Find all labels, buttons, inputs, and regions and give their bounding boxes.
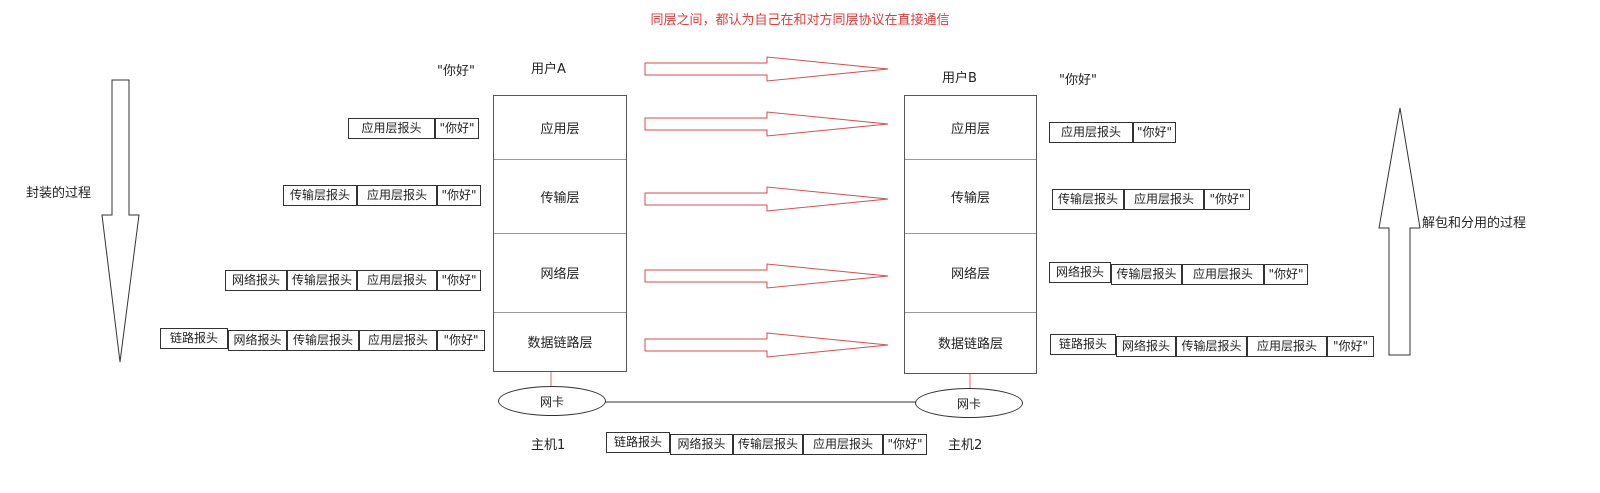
packet-b-net-network: 网络报头 — [1049, 262, 1111, 283]
stack-b-transport-layer: 传输层 — [905, 159, 1036, 234]
packet-b-dl-transport: 传输层报头 — [1176, 336, 1247, 357]
encapsulation-label: 封装的过程 — [26, 186, 92, 201]
layer-label: 应用层 — [950, 122, 990, 137]
packet-a-dl-payload: "你好" — [437, 330, 485, 351]
packet-b-tr-payload: "你好" — [1204, 189, 1250, 210]
nic-label: 网卡 — [539, 394, 564, 409]
packet-a-tr-app: 应用层报头 — [357, 185, 437, 206]
layer-label: 应用层 — [540, 122, 580, 137]
protocol-stack-a: 应用层 传输层 网络层 数据链路层 — [493, 95, 627, 372]
user-b-label: 用户B — [942, 71, 977, 86]
packet-b-net-app: 应用层报头 — [1182, 264, 1264, 285]
nic-label: 网卡 — [956, 396, 981, 411]
peer-arrow-network — [644, 263, 889, 289]
stack-a-application-layer: 应用层 — [494, 96, 626, 160]
peer-arrow-datalink — [644, 332, 889, 358]
stack-a-datalink-layer: 数据链路层 — [494, 312, 626, 371]
packet-b-dl-payload: "你好" — [1327, 336, 1374, 357]
packet-a-dl-app: 应用层报头 — [359, 330, 437, 351]
packet-wire-payload: "你好" — [883, 434, 927, 455]
packet-a-app-header: 应用层报头 — [348, 118, 435, 139]
packet-b-tr-app: 应用层报头 — [1124, 189, 1204, 210]
packet-b-dl-app: 应用层报头 — [1247, 336, 1327, 357]
packet-wire-app: 应用层报头 — [803, 434, 883, 455]
packet-a-app-payload: "你好" — [435, 118, 479, 139]
layer-label: 传输层 — [950, 190, 990, 206]
layer-label: 网络层 — [950, 267, 990, 282]
encapsulation-arrow — [101, 79, 140, 363]
layer-label: 数据链路层 — [527, 336, 593, 351]
stack-a-network-layer: 网络层 — [494, 233, 626, 313]
packet-a-tr-transport: 传输层报头 — [283, 185, 357, 206]
packet-wire-network: 网络报头 — [670, 434, 733, 455]
packet-b-net-payload: "你好" — [1264, 264, 1308, 285]
host-1-label: 主机1 — [531, 438, 566, 453]
nic-a: 网卡 — [498, 386, 606, 416]
user-a-data: "你好" — [437, 64, 475, 79]
stack-b-application-layer: 应用层 — [905, 96, 1036, 160]
packet-a-tr-payload: "你好" — [437, 185, 481, 206]
user-b-data: "你好" — [1059, 73, 1097, 88]
stack-b-network-layer: 网络层 — [905, 233, 1036, 313]
packet-b-dl-network: 网络报头 — [1116, 336, 1176, 357]
diagram-title: 同层之间，都认为自己在和对方同层协议在直接通信 — [650, 13, 950, 28]
packet-wire-transport: 传输层报头 — [733, 434, 803, 455]
peer-arrow-application — [644, 111, 889, 137]
packet-a-net-network: 网络报头 — [225, 270, 287, 291]
peer-arrow-transport — [644, 186, 889, 212]
packet-b-net-transport: 传输层报头 — [1111, 264, 1182, 285]
nic-b: 网卡 — [915, 388, 1023, 418]
stack-a-transport-layer: 传输层 — [494, 159, 626, 234]
packet-a-net-transport: 传输层报头 — [287, 270, 357, 291]
packet-wire-link: 链路报头 — [606, 432, 670, 453]
layer-label: 数据链路层 — [937, 337, 1003, 352]
packet-a-dl-link: 链路报头 — [160, 328, 228, 349]
packet-b-dl-link: 链路报头 — [1050, 334, 1116, 355]
packet-a-dl-network: 网络报头 — [228, 330, 287, 351]
layer-label: 传输层 — [540, 190, 580, 206]
host-2-label: 主机2 — [948, 438, 983, 453]
packet-b-tr-transport: 传输层报头 — [1052, 189, 1124, 210]
decapsulation-arrow — [1378, 107, 1421, 356]
stack-b-datalink-layer: 数据链路层 — [905, 312, 1036, 373]
packet-a-net-payload: "你好" — [437, 270, 481, 291]
peer-arrow-user — [644, 56, 889, 82]
layer-label: 网络层 — [540, 267, 580, 282]
protocol-stack-b: 应用层 传输层 网络层 数据链路层 — [904, 95, 1037, 374]
packet-b-app-header: 应用层报头 — [1049, 122, 1133, 143]
packet-a-dl-transport: 传输层报头 — [287, 330, 359, 351]
decapsulation-label: 解包和分用的过程 — [1422, 216, 1527, 231]
packet-b-app-payload: "你好" — [1133, 122, 1176, 143]
user-a-label: 用户A — [531, 62, 566, 77]
packet-a-net-app: 应用层报头 — [357, 270, 437, 291]
